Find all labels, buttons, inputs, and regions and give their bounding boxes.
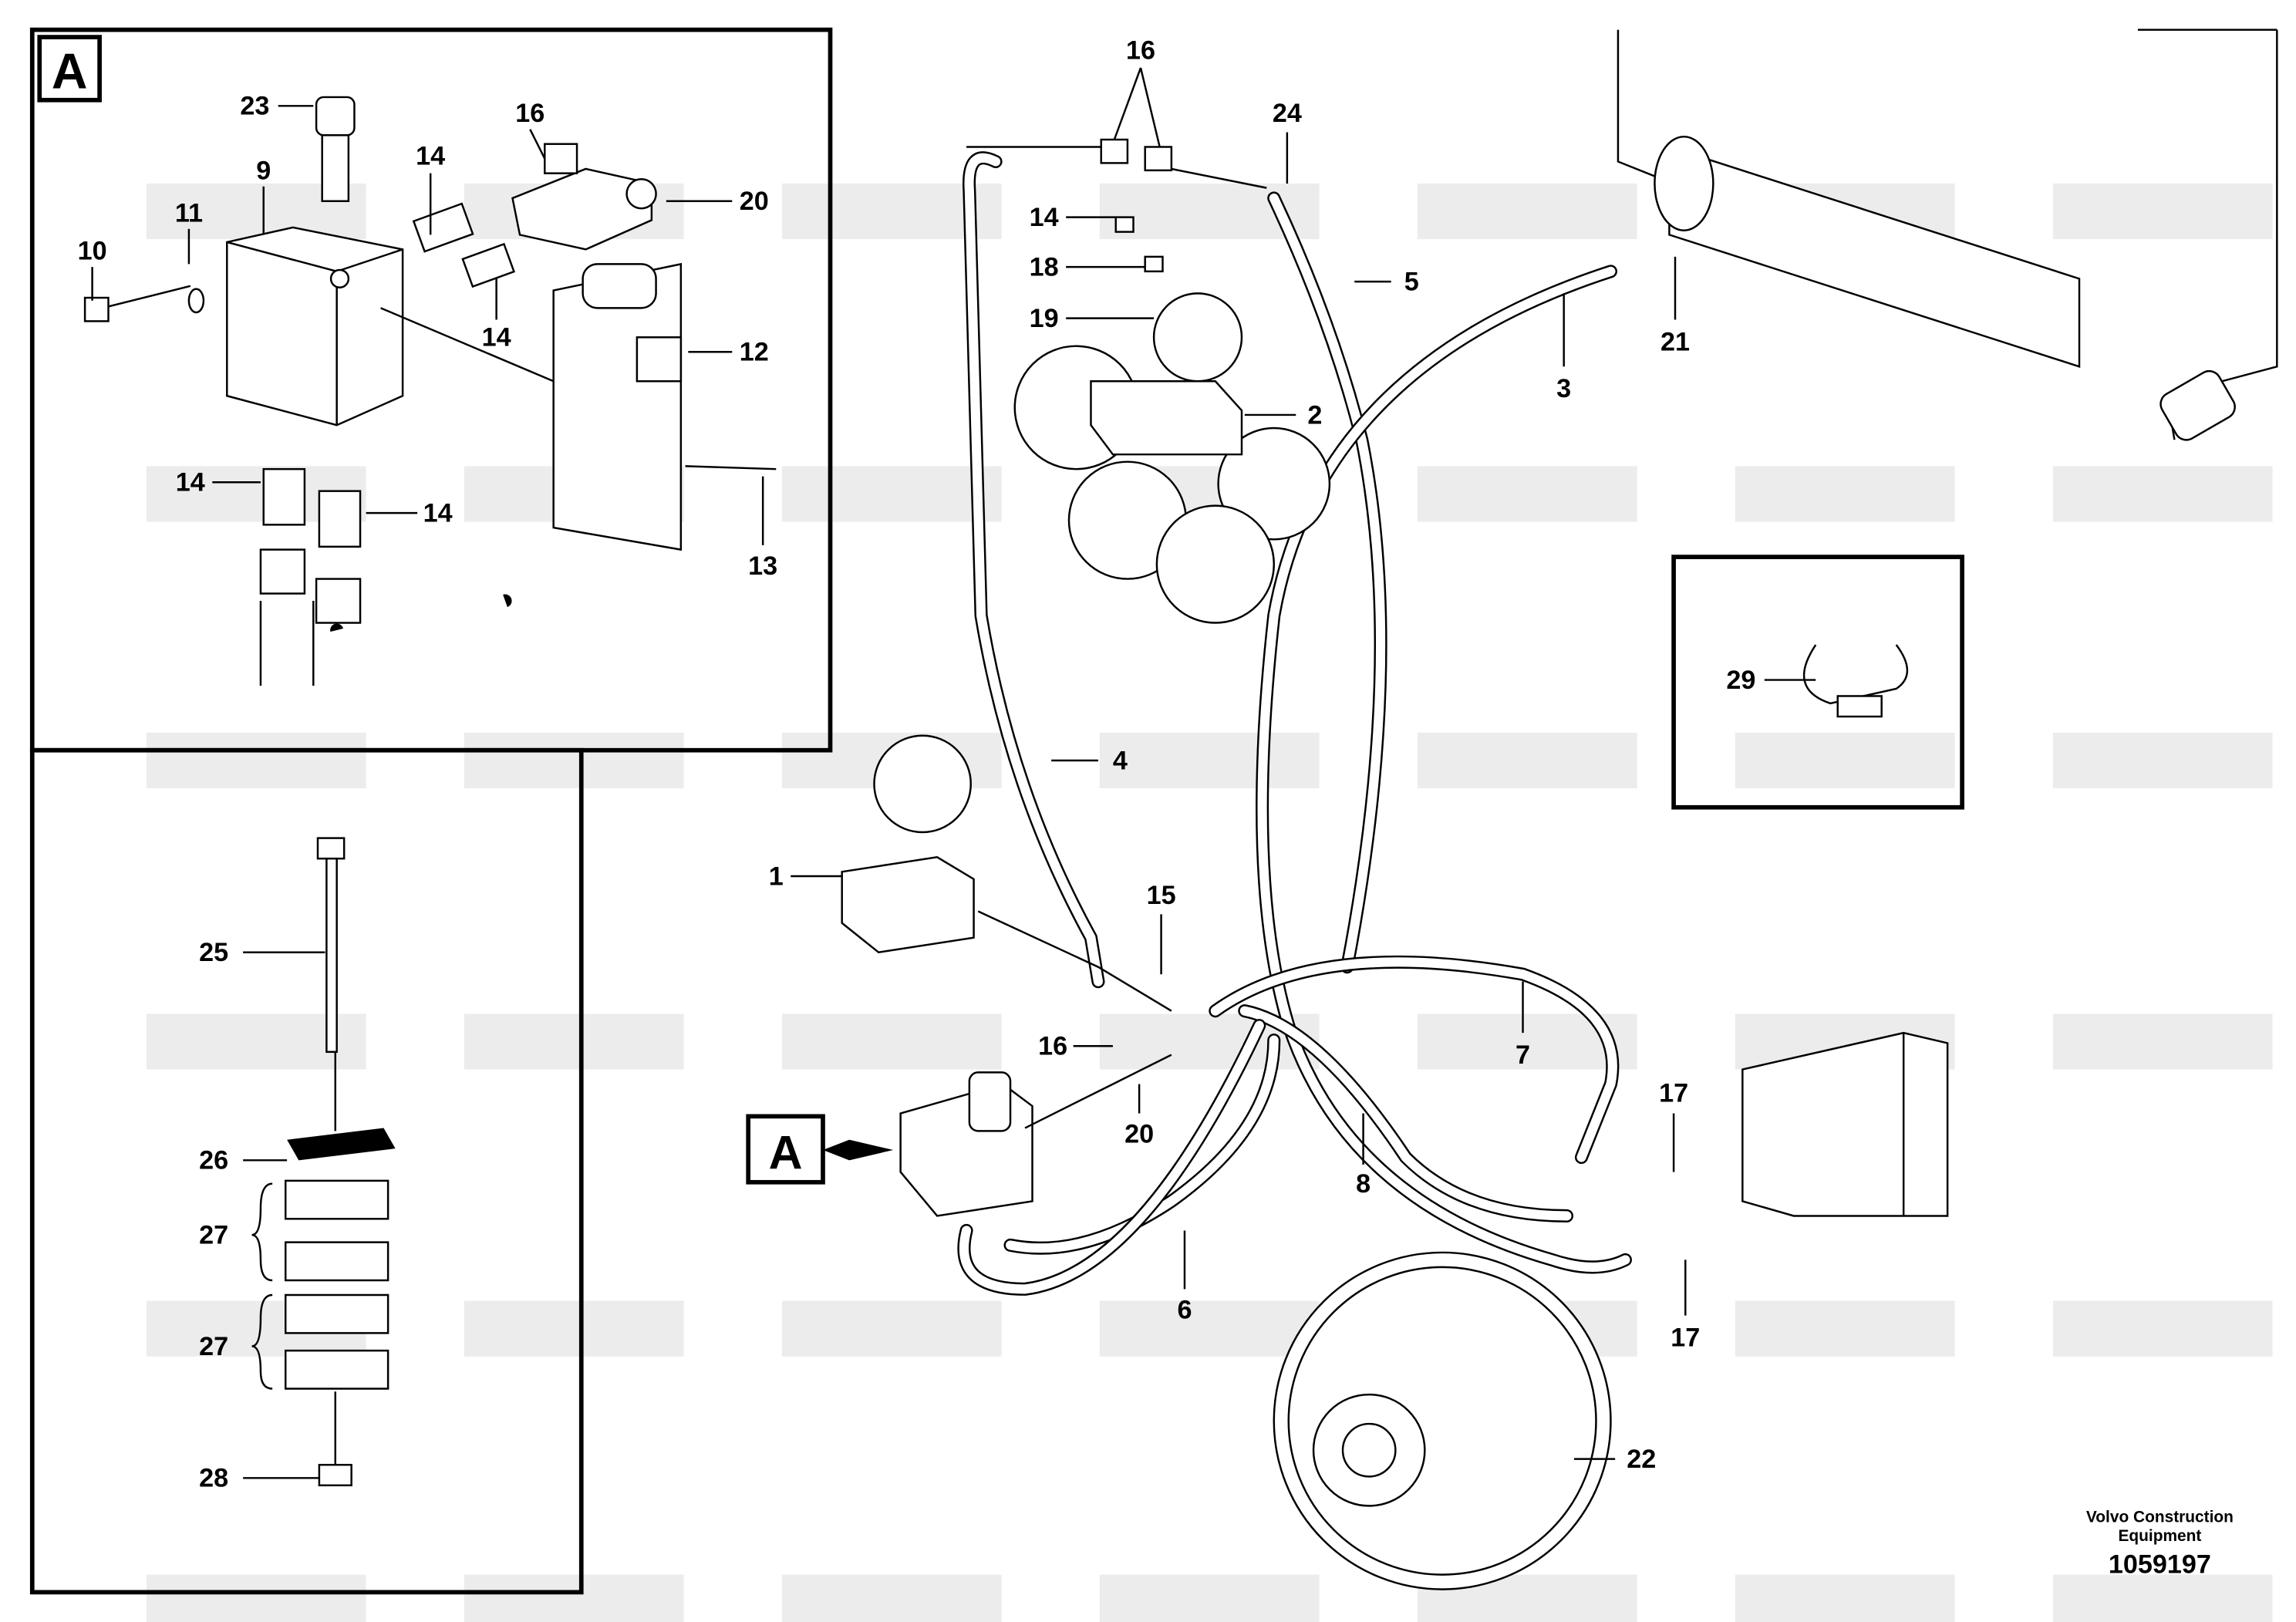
watermark-band (1735, 1300, 1955, 1357)
callout: 9 (256, 156, 271, 185)
callout: 14 (416, 141, 445, 170)
hose-inner (1239, 1006, 1572, 1221)
clamp-kit-callouts: 25 26 27 27 28 (199, 938, 228, 1493)
callout: 11 (175, 198, 203, 228)
main-leaders (791, 67, 1816, 1460)
main-callouts: 16 24 14 5 18 19 2 3 21 29 4 1 15 16 20 … (769, 36, 1756, 1474)
watermark-band (2052, 1013, 2273, 1070)
footer: Volvo Construction Equipment 1059197 (2086, 1508, 2234, 1579)
callout: 14 (482, 323, 511, 352)
callout: 17 (1659, 1078, 1688, 1108)
watermark-band (146, 732, 366, 789)
detail-a-reference-box (746, 1114, 825, 1185)
detail-29-frame (1671, 555, 1964, 810)
clamp-kit-frame (29, 747, 584, 1595)
drawing-number: 1059197 (2109, 1550, 2211, 1580)
hose-inner (1269, 193, 1386, 972)
watermark-band (2052, 1574, 2273, 1622)
hose-inner (1005, 1035, 1279, 1253)
callout: 16 (1126, 36, 1155, 66)
callout: 10 (78, 237, 107, 266)
callout: 5 (1404, 268, 1419, 297)
hose-inner (959, 1020, 1264, 1294)
callout: 17 (1671, 1323, 1700, 1352)
watermark-band (1417, 183, 1637, 240)
hose-inner (1257, 266, 1630, 1272)
watermark-band (1417, 732, 1637, 789)
callout: 28 (199, 1464, 228, 1493)
callout: 2 (1307, 400, 1322, 430)
callout: 21 (1660, 327, 1690, 356)
callout: 22 (1627, 1445, 1656, 1474)
clamp-kit-drawing (251, 837, 396, 1487)
main-hoses (957, 151, 1632, 1296)
callout: 20 (1124, 1120, 1154, 1149)
callout: 23 (240, 92, 269, 121)
callout: 16 (515, 99, 544, 128)
callout: 8 (1356, 1169, 1371, 1199)
clamp-kit-leaders (243, 951, 325, 1479)
watermark-band (464, 1013, 684, 1070)
watermark-band (2052, 183, 2273, 240)
watermark-band (1099, 1300, 1320, 1357)
watermark-band (464, 732, 684, 789)
callout: 12 (740, 338, 769, 367)
watermark-band (781, 1013, 1002, 1070)
callout: 29 (1726, 666, 1755, 695)
watermark-layer (146, 183, 2273, 1622)
detail-a-reference: A (769, 1127, 803, 1179)
callout: 4 (1113, 746, 1128, 775)
callout: 1 (769, 862, 784, 891)
watermark-band (1099, 1574, 1320, 1622)
watermark-band (1735, 1574, 1955, 1622)
callout: 15 (1147, 881, 1176, 910)
callout: 14 (423, 499, 453, 528)
callout: 25 (199, 938, 228, 967)
company-name: Volvo Construction (2086, 1508, 2234, 1526)
detail-a-callouts: 23 16 14 9 11 20 10 14 12 14 14 13 (78, 92, 778, 581)
watermark-band (781, 466, 1002, 522)
callout: 19 (1030, 304, 1059, 333)
watermark-band (1099, 732, 1320, 789)
main-parts (841, 29, 2278, 1590)
detail-a-leaders (91, 105, 764, 545)
callout: 16 (1038, 1032, 1067, 1061)
watermark-band (146, 1574, 366, 1622)
callout: 7 (1515, 1040, 1530, 1070)
detail-a-frame (29, 27, 833, 753)
watermark-band (781, 1300, 1002, 1357)
watermark-band (464, 1300, 684, 1357)
detail-a-marker: A (52, 44, 88, 99)
detail-a-drawing (83, 96, 777, 686)
callout: 14 (1030, 203, 1059, 232)
watermark-band (2052, 732, 2273, 789)
hose-inner (964, 153, 1104, 986)
pointer-arrow-icon (823, 1139, 894, 1161)
callout: 20 (740, 187, 769, 216)
callout: 14 (176, 468, 205, 497)
watermark-band (1735, 466, 1955, 522)
detail-a-marker-box (37, 35, 102, 103)
watermark-band (1735, 732, 1955, 789)
watermark-band (781, 1574, 1002, 1622)
callout: 27 (199, 1332, 228, 1361)
callout: 3 (1556, 374, 1571, 403)
company-name-line2: Equipment (2119, 1527, 2202, 1545)
callout: 27 (199, 1221, 228, 1250)
hose-inner (1210, 957, 1617, 1162)
callout: 18 (1030, 253, 1059, 282)
callout: 6 (1177, 1295, 1192, 1324)
callout: 24 (1273, 99, 1302, 128)
watermark-band (2052, 1300, 2273, 1357)
watermark-band (464, 1574, 684, 1622)
watermark-band (1417, 466, 1637, 522)
watermark-band (2052, 466, 2273, 522)
callout: 13 (748, 551, 777, 581)
callout: 26 (199, 1146, 228, 1175)
